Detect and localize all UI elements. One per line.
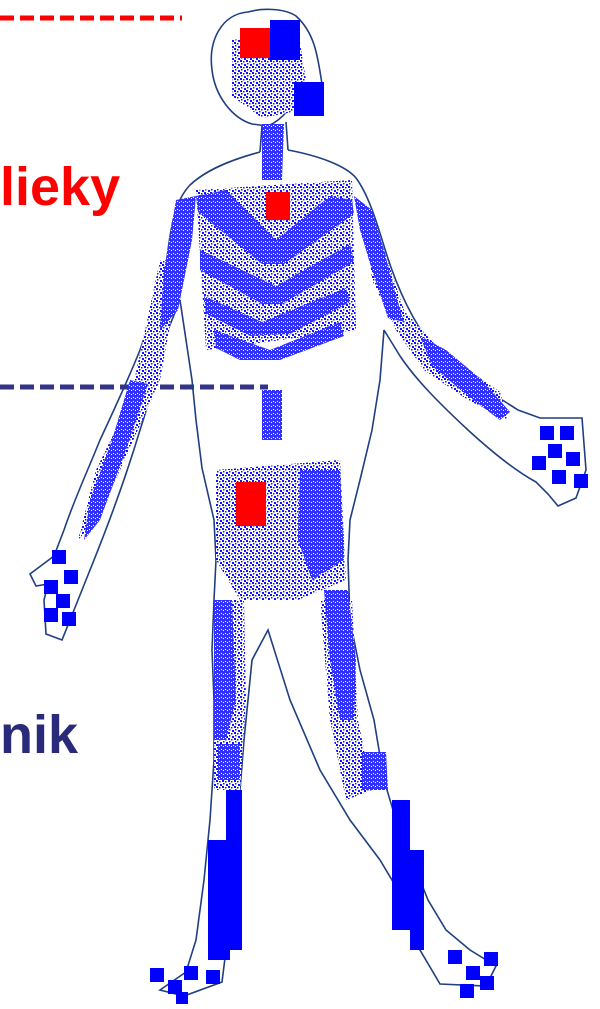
right-foot-square	[184, 966, 198, 980]
left-foot-square	[484, 952, 498, 966]
left-hand-square	[560, 426, 574, 440]
left-hand-square	[574, 474, 588, 488]
left-hand-square	[552, 470, 566, 484]
left-foot-square	[460, 984, 474, 998]
right-foot-square	[176, 992, 188, 1004]
left-forearm-band	[420, 336, 510, 420]
left-hand-square	[566, 452, 580, 466]
scan-speckle-regions	[78, 30, 508, 800]
red-chest-spot	[266, 192, 290, 220]
left-foot-square	[480, 976, 494, 990]
left-foot-square	[448, 950, 462, 964]
right-hand-square	[44, 608, 58, 622]
spine-column	[262, 124, 284, 180]
left-shin-bar-2	[410, 850, 424, 950]
right-hand-square	[44, 580, 58, 594]
right-hand-square	[62, 612, 76, 626]
head-marker	[270, 20, 300, 60]
left-foot-square	[466, 966, 480, 980]
left-upper-arm-band	[354, 196, 404, 322]
red-pelvis-spot	[236, 482, 266, 526]
right-hand-square	[64, 570, 78, 584]
left-hand-square	[532, 456, 546, 470]
right-foot-square	[168, 980, 182, 994]
jaw-marker	[294, 82, 324, 116]
lumbar-column	[262, 390, 282, 440]
right-knee-blob	[218, 744, 240, 780]
right-hand-square	[56, 594, 70, 608]
right-hand-square	[52, 550, 66, 564]
right-shin-bar-2	[226, 790, 242, 950]
right-foot-square	[150, 968, 164, 982]
right-foot-square	[206, 970, 220, 984]
red-head-spot	[240, 28, 270, 58]
dense-uptake-regions	[84, 124, 510, 790]
left-hand-square	[540, 426, 554, 440]
right-upper-arm-band	[160, 196, 196, 330]
left-knee-blob	[362, 752, 388, 790]
left-hand-square	[548, 444, 562, 458]
left-shin-bar	[392, 800, 410, 930]
